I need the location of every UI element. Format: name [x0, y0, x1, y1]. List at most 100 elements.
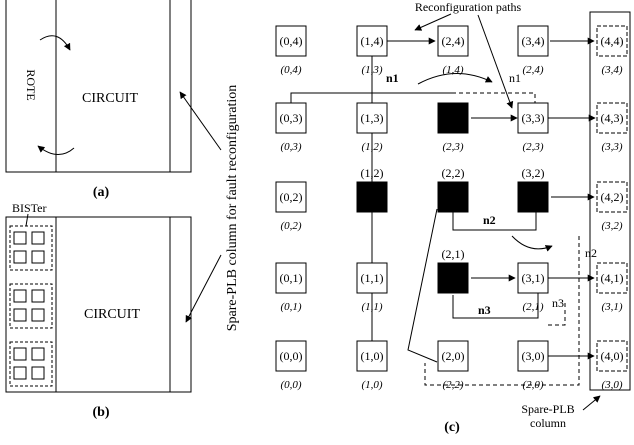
vertical-label-arrow-a: [179, 91, 222, 151]
bister-group: [9, 225, 53, 271]
net-label-n1-bold: n1: [386, 71, 399, 85]
plb-logical-label: (0,4): [280, 64, 301, 76]
bister-cell: [31, 308, 45, 322]
plb-logical-label: (2,2): [442, 379, 463, 391]
plb-cell-4-2: (4,2)(3,2): [596, 181, 628, 232]
plb-logical-label: (0,0): [280, 379, 301, 391]
plb-cell-4-3: (4,1) (3,1): [596, 262, 628, 313]
plb-coordinate-label: (1,2): [361, 166, 384, 180]
plb-logical-label: (2,3): [442, 141, 463, 153]
spare-plb-block: [596, 181, 628, 213]
plb-block: [437, 25, 469, 57]
spare-plb-block: [596, 25, 628, 57]
net-label-n3: n3: [552, 296, 564, 310]
plb-coordinate-label: (2,4): [442, 34, 465, 48]
plb-block: [517, 262, 549, 294]
bister-cell: [13, 250, 27, 264]
plb-coordinate-label: (2,1): [442, 247, 465, 261]
rotate-arrow-bottom: [37, 145, 75, 155]
plb-block: [356, 340, 388, 372]
faulty-plb-block: [437, 102, 469, 134]
plb-logical-label: (2,4): [522, 64, 543, 76]
plb-block: [275, 340, 307, 372]
plb-cell-3-3: (3,1)(2,1): [517, 262, 549, 313]
bister-cell: [13, 231, 27, 245]
plb-logical-label: (3,4): [601, 64, 622, 76]
plb-logical-label: (3,1): [601, 301, 622, 313]
spare-plb-block: [596, 262, 628, 294]
panel-b-circuit-label: CIRCUIT: [84, 307, 140, 322]
bister-label: BISTer: [12, 201, 47, 215]
plb-block: [275, 262, 307, 294]
plb-logical-label: (1,2): [361, 141, 382, 153]
plb-logical-label: (0,1): [280, 301, 301, 313]
plb-block: [275, 25, 307, 57]
rote-label: ROTE: [24, 69, 38, 100]
plb-coordinate-label: (0,2): [280, 190, 303, 204]
plb-cell-2-4: (2,0) (2,2): [437, 340, 469, 391]
plb-coordinate-label: (0,0): [280, 349, 303, 363]
plb-block: [517, 25, 549, 57]
rotate-arrow-top: [39, 35, 71, 51]
plb-block: [356, 262, 388, 294]
plb-coordinate-label: (0,1): [280, 271, 303, 285]
plb-logical-label: (2,0): [522, 379, 543, 391]
panel-c: Reconfiguration paths (0,4)(0,4)(1,4)(1,…: [275, 0, 631, 435]
plb-logical-label: (2,3): [522, 141, 543, 153]
plb-coordinate-label: (3,0): [522, 349, 545, 363]
plb-coordinate-label: (4,3): [601, 111, 624, 125]
plb-logical-label: (1,0): [361, 379, 382, 391]
plb-logical-label: (3,2): [601, 220, 622, 232]
plb-logical-label: (0,2): [280, 220, 301, 232]
net-label-n2: n2: [585, 246, 597, 260]
plb-cell-4-0: (4,4)(3,4): [596, 25, 628, 76]
plb-block: [275, 181, 307, 213]
plb-block: [356, 102, 388, 134]
net-label-n1: n1: [509, 71, 521, 85]
plb-coordinate-label: (4,0): [601, 349, 624, 363]
plb-cell-3-0: (3,4)(2,4): [517, 25, 549, 76]
plb-cell-4-4: (4,0) (3,0): [596, 340, 628, 391]
plb-array: (0,4)(0,4)(1,4)(1,3)(2,4)(1,4)(3,4)(2,4)…: [275, 25, 628, 391]
plb-cell-0-1: (0,3)(0,3): [275, 102, 307, 153]
bister-cell: [31, 366, 45, 380]
panel-b: BISTer CIRCUIT (b): [5, 201, 192, 420]
panel-a-caption: (a): [93, 185, 110, 200]
bister-group: [9, 283, 53, 329]
plb-cell-1-2: (1,2): [356, 166, 388, 213]
plb-cell-1-0: (1,4)(1,3): [356, 25, 388, 76]
net-label-n3-bold: n3: [478, 303, 491, 317]
plb-coordinate-label: (3,2): [522, 166, 545, 180]
plb-logical-label: (3,0): [601, 379, 622, 391]
faulty-plb-block: [437, 181, 469, 213]
plb-coordinate-label: (2,2): [442, 166, 465, 180]
plb-coordinate-label: (2,0): [442, 349, 465, 363]
bister-cell: [31, 250, 45, 264]
plb-logical-label: (1,4): [442, 64, 463, 76]
bister-cell: [31, 231, 45, 245]
plb-coordinate-label: (1,3): [361, 111, 384, 125]
panel-c-caption: (c): [444, 420, 460, 435]
reconfig-arrows: [387, 13, 601, 411]
plb-cell-2-0: (2,4) (1,4): [437, 25, 469, 76]
panel-b-frame: [5, 216, 192, 393]
panel-a-frame: [5, 0, 192, 173]
plb-cell-2-1: (2,3): [437, 102, 469, 153]
panel-a: ROTE CIRCUIT (a): [5, 0, 192, 200]
plb-coordinate-label: (1,1): [361, 271, 384, 285]
faulty-plb-block: [517, 181, 549, 213]
plb-coordinate-label: (3,3): [522, 111, 545, 125]
plb-coordinate-label: (4,1): [601, 271, 624, 285]
bister-cell: [13, 289, 27, 303]
plb-block: [517, 340, 549, 372]
bister-group: [9, 341, 53, 387]
plb-cell-3-1: (3,3) (2,3): [517, 102, 549, 153]
plb-cell-4-1: (4,3)(3,3): [596, 102, 628, 153]
plb-cell-3-2: (3,2): [517, 166, 549, 213]
plb-cell-2-3: (2,1): [437, 247, 469, 294]
spare-plb-block: [596, 102, 628, 134]
faulty-plb-block: [356, 181, 388, 213]
bister-cell: [13, 347, 27, 361]
